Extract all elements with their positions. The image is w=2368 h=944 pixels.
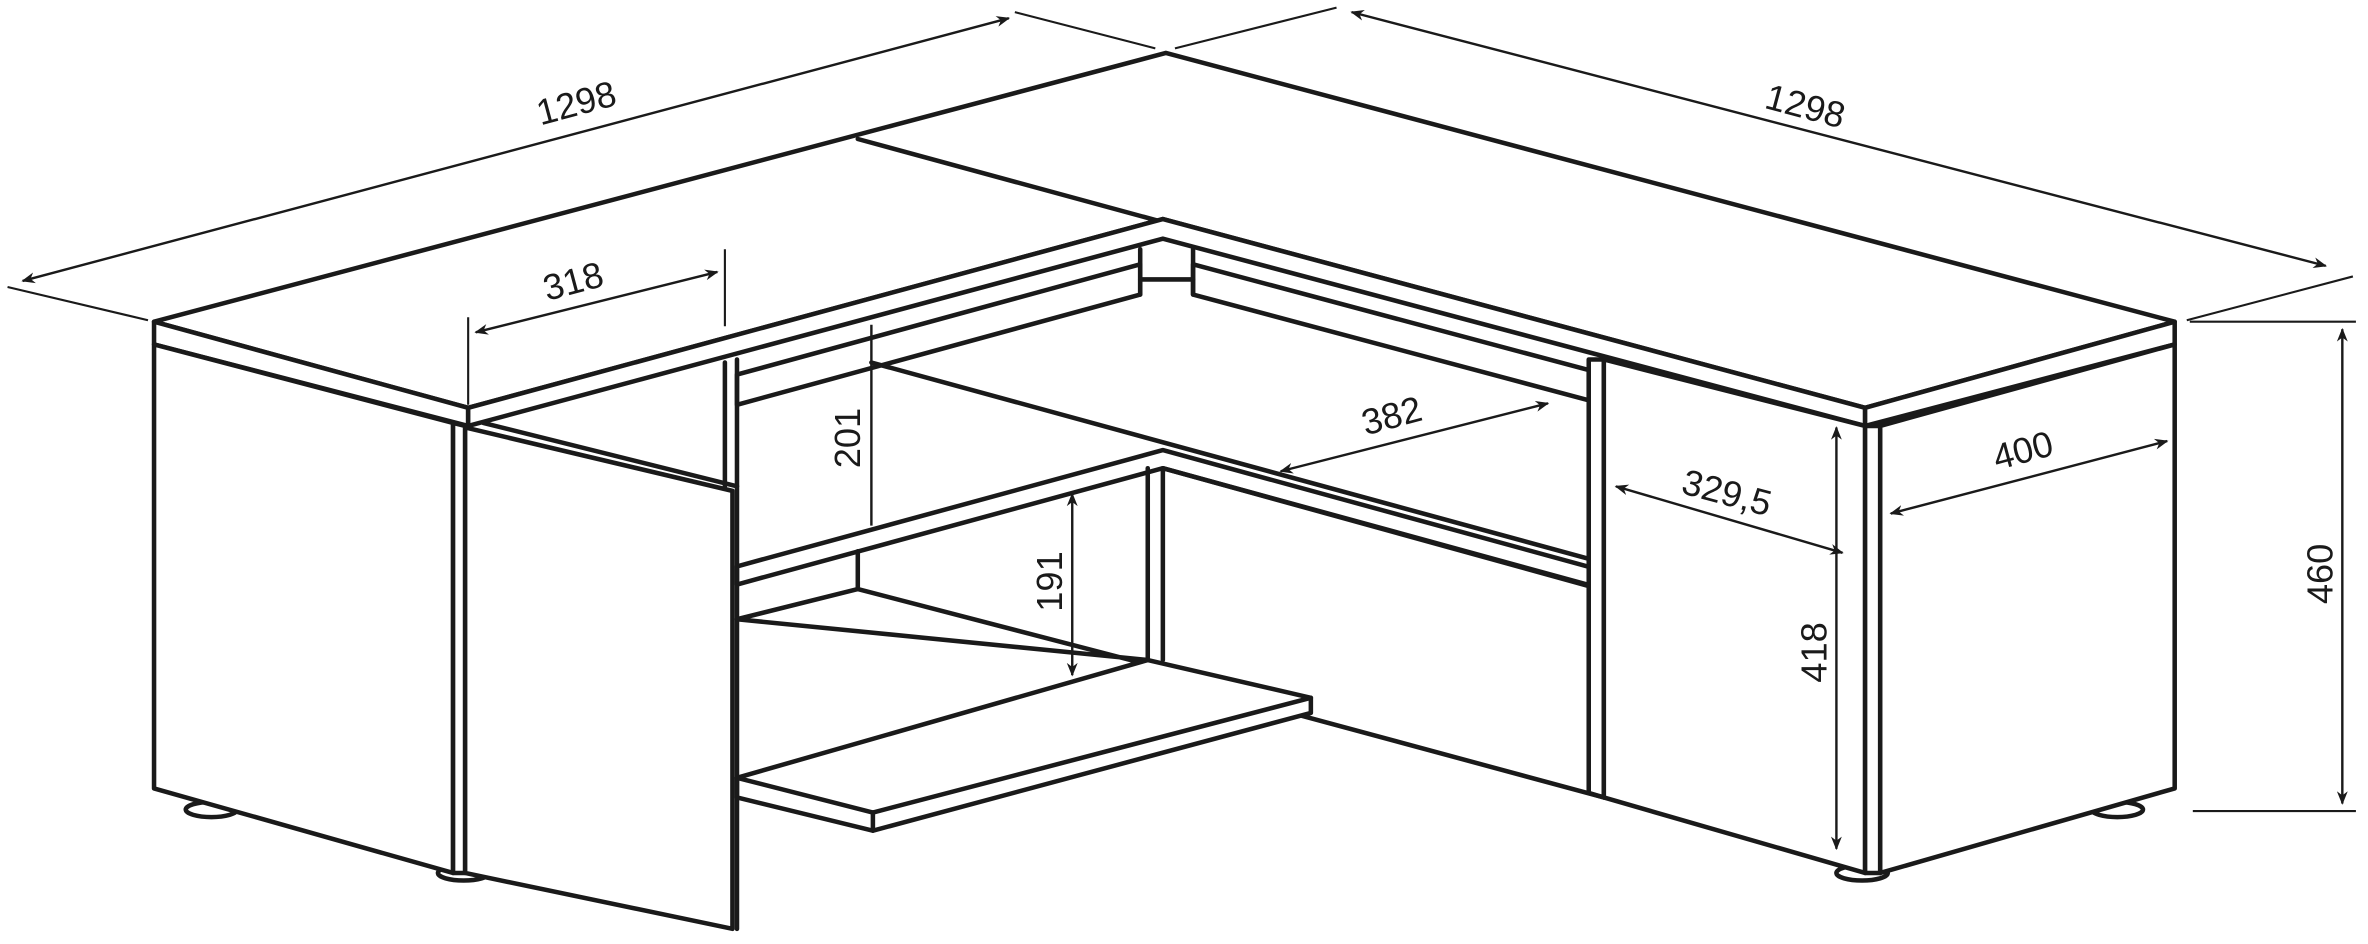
bottom-shelf (734, 657, 1314, 833)
open-door (462, 425, 735, 932)
door-top-edge (480, 420, 740, 489)
cabinet-body (151, 50, 2177, 932)
dimension-label: 382 (1357, 388, 1426, 443)
right-compartment-top (1160, 465, 1591, 589)
dimension-label: 418 (1793, 622, 1834, 682)
dimension-arrow (474, 269, 719, 335)
left-cabinet-front (151, 342, 456, 876)
dimension-arrow (21, 16, 1011, 284)
dimension-label: 1298 (1761, 76, 1849, 136)
dimension-arrow (1279, 401, 1550, 474)
right-cabinet-side (1877, 342, 2177, 876)
lower-back-line (734, 586, 1151, 667)
dimension-label: 460 (2299, 544, 2340, 604)
right-cabinet-door (1601, 357, 1868, 876)
dimension-label: 191 (1029, 551, 1070, 611)
right-compartment-bottom (1288, 710, 1607, 800)
dimension-arrow (1614, 484, 1844, 555)
bottom-shelf-edge (870, 695, 1314, 815)
dimension-arrow (1350, 9, 2328, 269)
dimension-label: 201 (827, 408, 868, 468)
back-shelf-line (869, 360, 1591, 562)
dimension-arrow (1889, 438, 2169, 516)
bottom-shelf-edge (734, 775, 876, 815)
